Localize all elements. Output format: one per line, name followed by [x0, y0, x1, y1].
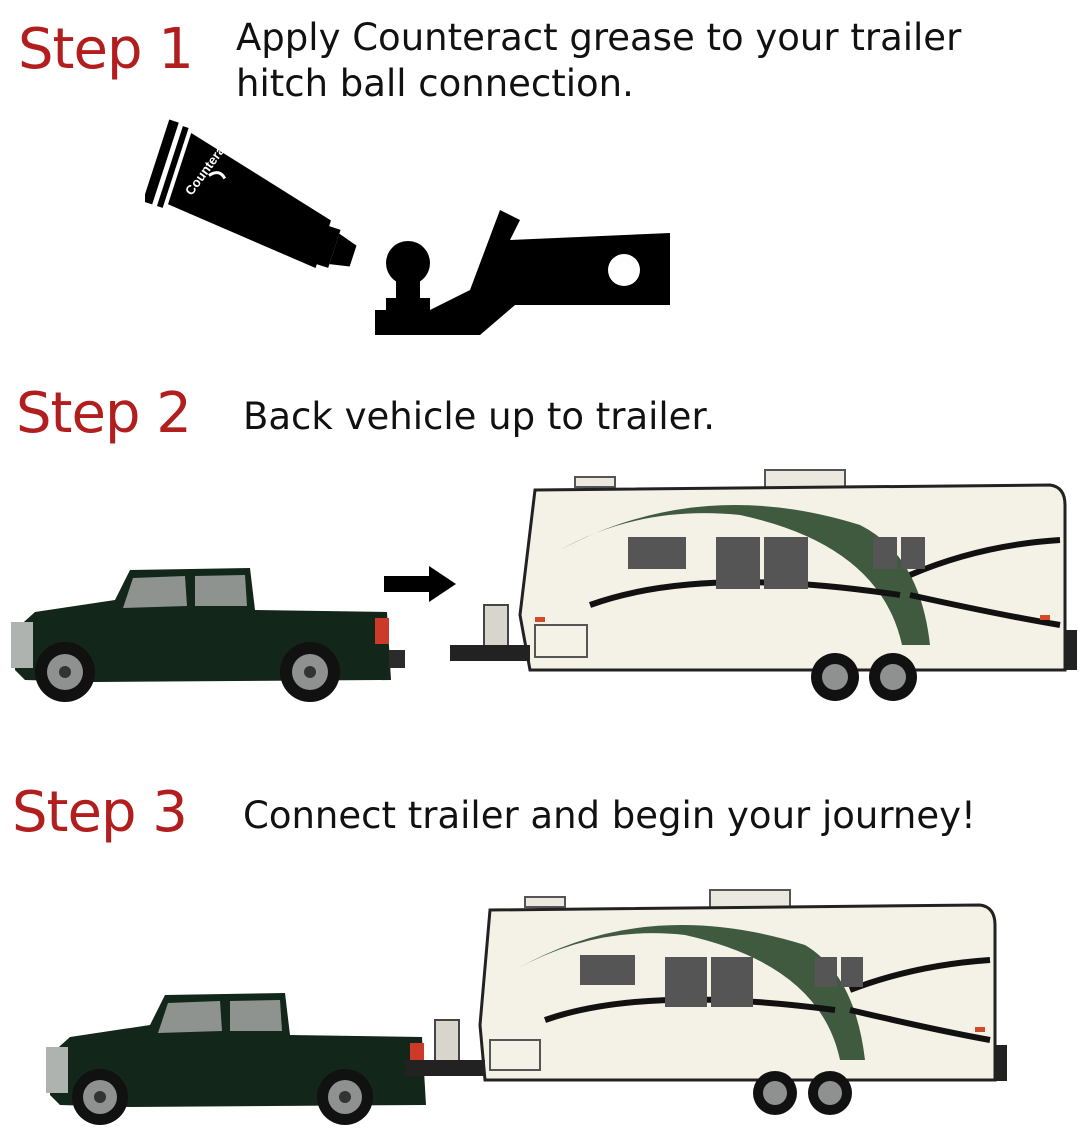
travel-trailer-icon: [450, 469, 1077, 701]
pickup-truck-icon: [46, 993, 426, 1125]
travel-trailer-icon: [405, 889, 1007, 1115]
step-2-text: Back vehicle up to trailer.: [243, 395, 716, 438]
step-1-label: Step 1: [18, 17, 194, 82]
grease-tube-icon: Counteract: [145, 119, 357, 269]
hitch-ball-mount-icon: [375, 210, 670, 335]
step-1-text: Apply Counteract grease to your trailer …: [236, 16, 962, 105]
arrow-right-icon: [384, 566, 456, 602]
pickup-truck-icon: [11, 568, 405, 702]
step-2-label: Step 2: [16, 381, 192, 446]
step-3-label: Step 3: [12, 780, 188, 845]
step-3-text: Connect trailer and begin your journey!: [243, 794, 976, 837]
